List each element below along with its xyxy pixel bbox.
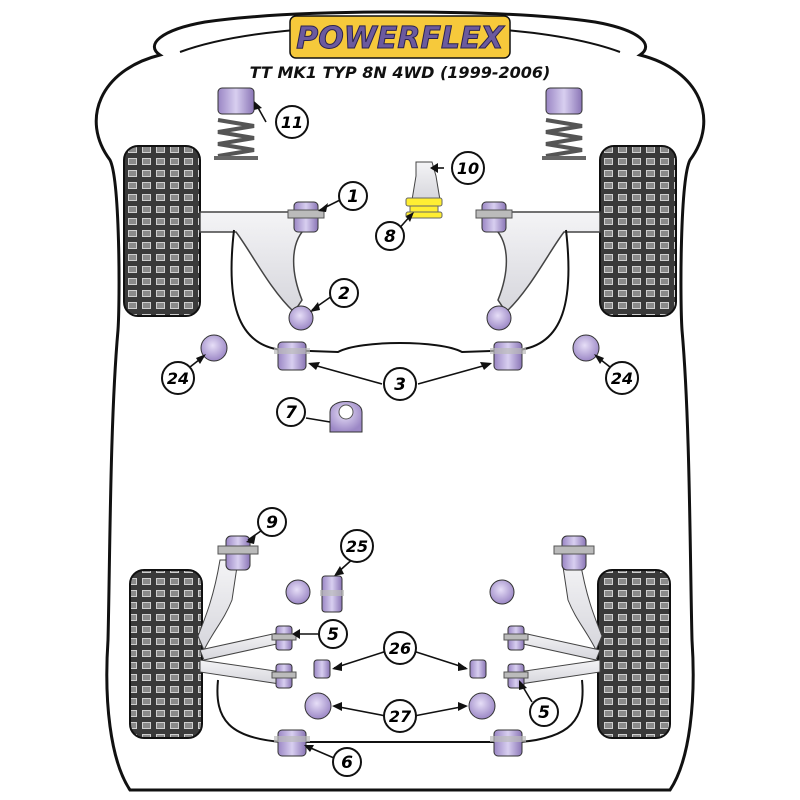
bush-8-insert: [405, 197, 443, 219]
callout-8: 8: [375, 221, 405, 251]
bush-disc-rear-left: [285, 579, 311, 605]
bush-1-right: [475, 201, 513, 233]
svg-text:11: 11: [281, 113, 303, 132]
svg-text:6: 6: [341, 753, 353, 773]
bush-6-left: [274, 729, 310, 757]
front-right-tyre: [599, 145, 677, 317]
callout-10: 10: [451, 151, 485, 185]
svg-text:2: 2: [338, 284, 350, 304]
bush-27-right: [468, 692, 496, 720]
rear-right-tyre: [597, 569, 671, 739]
bush-2-left: [288, 305, 314, 331]
callout-2: 2: [329, 278, 359, 308]
bush-5-left-upper: [271, 625, 297, 651]
bush-24-right: [572, 334, 600, 362]
callout-25: 25: [340, 529, 374, 563]
bush-26-left: [313, 659, 331, 679]
bush-27-left: [304, 692, 332, 720]
svg-text:3: 3: [394, 375, 406, 395]
logo-text: POWERFLEX: [296, 21, 505, 56]
bush-5-right-lower: [503, 663, 529, 689]
callout-7: 7: [276, 397, 306, 427]
svg-text:8: 8: [384, 227, 396, 247]
svg-text:24: 24: [167, 369, 189, 388]
svg-text:25: 25: [346, 537, 368, 556]
bush-5-right-upper: [503, 625, 529, 651]
callout-9: 9: [257, 507, 287, 537]
front-left-tyre: [123, 145, 201, 317]
powerflex-logo: POWERFLEX: [289, 15, 511, 59]
front-anti-roll-bar: [230, 229, 570, 354]
rear-anti-roll-bar: [216, 679, 584, 743]
svg-text:26: 26: [389, 639, 411, 658]
callout-24-left: 24: [161, 361, 195, 395]
bush-1-left: [287, 201, 325, 233]
bush-2-right: [486, 305, 512, 331]
callout-1: 1: [338, 181, 368, 211]
callout-24-right: 24: [605, 361, 639, 395]
callout-6: 6: [332, 747, 362, 777]
bush-5-left-lower: [271, 663, 297, 689]
callout-11: 11: [275, 105, 309, 139]
bush-6-right: [490, 729, 526, 757]
bush-26-right: [469, 659, 487, 679]
callout-27: 27: [383, 699, 417, 733]
bush-9-right: [553, 535, 595, 571]
bush-7: [329, 401, 363, 433]
callout-26: 26: [383, 631, 417, 665]
svg-text:27: 27: [389, 707, 412, 726]
bush-disc-rear-right: [489, 579, 515, 605]
svg-text:7: 7: [285, 403, 297, 423]
callout-5-right: 5: [529, 697, 559, 727]
callout-3: 3: [383, 367, 417, 401]
rear-left-tyre: [129, 569, 203, 739]
bush-25: [320, 575, 344, 613]
svg-text:1: 1: [347, 187, 359, 207]
callout-5-left: 5: [318, 619, 348, 649]
svg-text:10: 10: [457, 159, 479, 178]
bush-3-right: [490, 341, 526, 371]
svg-text:24: 24: [611, 369, 633, 388]
svg-text:5: 5: [538, 703, 550, 723]
bush-3-left: [274, 341, 310, 371]
bush-9-left: [217, 535, 259, 571]
front-left-spring: [214, 87, 258, 160]
diagram-title: TT MK1 TYP 8N 4WD (1999-2006): [250, 63, 551, 82]
svg-text:5: 5: [327, 625, 339, 645]
front-right-spring: [542, 87, 586, 160]
bush-24-left: [200, 334, 228, 362]
leader-arrowheads: [196, 101, 604, 752]
svg-text:9: 9: [266, 513, 278, 533]
